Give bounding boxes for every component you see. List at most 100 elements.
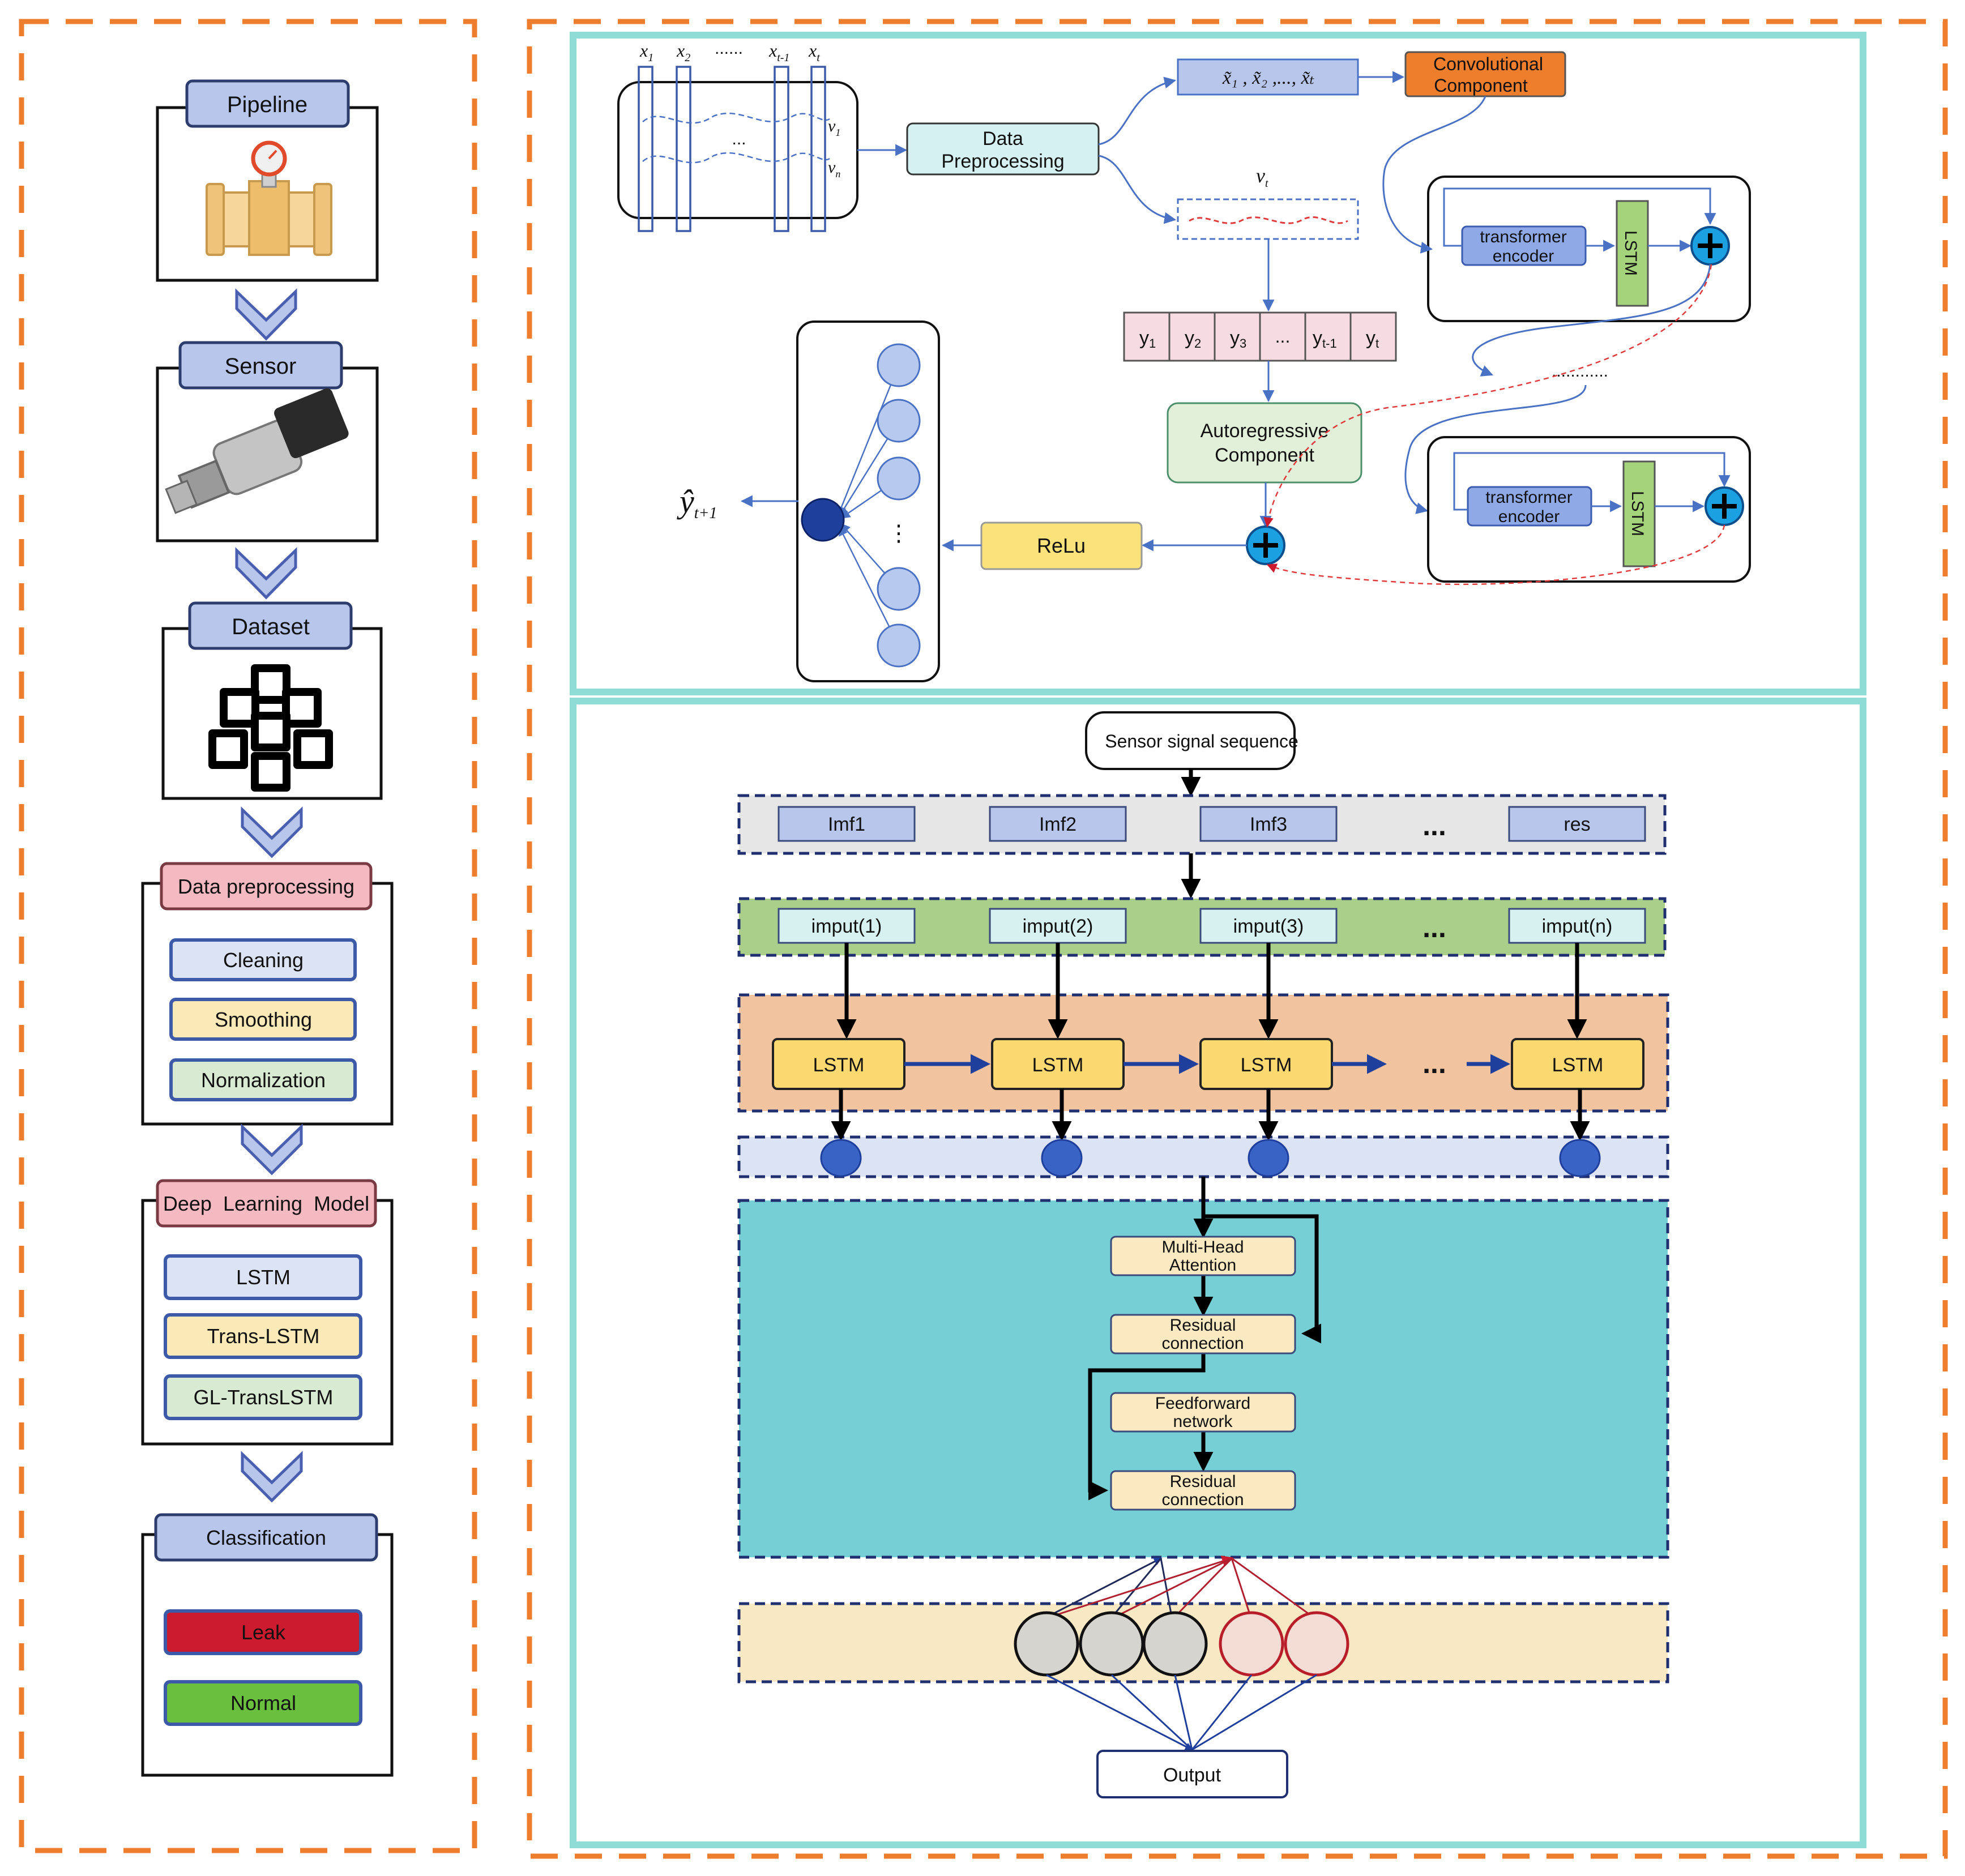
preprocessing-title: Data preprocessing: [178, 875, 354, 898]
input3-label: imput(3): [1233, 916, 1304, 937]
down-chevron-icon: [241, 806, 303, 858]
x2-label: x2: [676, 40, 690, 64]
conv-component-line2: Component: [1434, 75, 1528, 96]
encoder-1-lstm: LSTM: [1621, 230, 1640, 276]
multi-head-attention-line1: Multi-Head: [1161, 1238, 1244, 1257]
dataset-cubes-icon: [208, 664, 333, 792]
step-normalization: Normalization: [201, 1069, 326, 1092]
feedforward-line1: Feedforward: [1155, 1394, 1250, 1413]
matrix-inner-dots: ...: [732, 130, 746, 148]
link-dots-to-enc2: [1404, 384, 1587, 514]
encoder-1-lstm-box: [1616, 200, 1649, 307]
right-outer-frame: [527, 19, 1948, 1859]
dataset-title-box: [188, 601, 353, 650]
step-cleaning: Cleaning: [223, 948, 304, 972]
y-dots-cell: ...: [1275, 326, 1291, 347]
preprocessing-title-box: [160, 862, 373, 911]
data-preprocessing-line1: Data: [983, 128, 1023, 149]
plus-icon: [1246, 525, 1285, 565]
model-lstm: LSTM: [236, 1266, 291, 1289]
residual-connection-2-line1: Residual: [1170, 1472, 1236, 1491]
classification-title-box: [154, 1513, 378, 1562]
dense-up-links: [1041, 1556, 1317, 1621]
autoregressive-box: [1167, 402, 1362, 484]
x1-label: x1: [639, 40, 653, 64]
model-gl-translstm-box: [164, 1374, 362, 1420]
vt-signal-wave: [1189, 216, 1348, 224]
sensor-icon: [165, 388, 349, 514]
encoder-2-line2: encoder: [1498, 507, 1560, 526]
dataset-title: Dataset: [232, 614, 310, 639]
residual-connection-1-line1: Residual: [1170, 1316, 1236, 1335]
x-dots-label: ......: [715, 39, 743, 58]
yt-cell: yt: [1366, 327, 1379, 351]
output-neuron: [801, 498, 845, 542]
signal-wave-1: [642, 113, 830, 124]
lstm-dots: ...: [1423, 1048, 1446, 1079]
class-normal-box: [164, 1680, 362, 1726]
relu-label: ReLu: [1037, 534, 1086, 557]
input-to-lstm-arrows: [836, 943, 1587, 1039]
feedforward-box: [1110, 1392, 1296, 1433]
sensor-title: Sensor: [225, 354, 297, 379]
vt-label: vt: [1256, 164, 1268, 190]
imf-dots: ...: [1423, 810, 1446, 841]
step-normalization-box: [169, 1058, 357, 1101]
step-smoothing: Smoothing: [215, 1008, 312, 1031]
down-chevron-icon: [235, 288, 297, 341]
imf2-box: [989, 806, 1127, 842]
hidden-neurons: [877, 343, 921, 668]
dense-neurons: [1014, 1611, 1349, 1677]
model-trans-lstm-box: [164, 1313, 362, 1359]
arrow-conv-to-encoder1: [1382, 96, 1486, 254]
plus-icon: [1690, 226, 1730, 266]
lstmn-label: LSTM: [1552, 1054, 1604, 1076]
output-box: [1096, 1750, 1288, 1798]
down-chevron-icon: [235, 547, 297, 600]
hidden-state-band: [737, 1135, 1669, 1178]
classification-title: Classification: [206, 1526, 326, 1549]
arrow-preproc-to-vt: [1098, 155, 1177, 224]
autoregressive-line2: Component: [1215, 445, 1314, 466]
lstmn-box: [1511, 1038, 1644, 1090]
encoder-2-lstm: LSTM: [1628, 491, 1647, 536]
residual-connection-1-line2: connection: [1161, 1334, 1244, 1353]
multi-head-attention-box: [1110, 1236, 1296, 1276]
class-leak-box: [164, 1609, 362, 1655]
model-title-box: [156, 1179, 377, 1228]
attention-flow: [1088, 1177, 1321, 1501]
conv-component-line1: Convolutional: [1433, 54, 1543, 74]
neuron-vertical-dots: ⋮: [887, 521, 910, 546]
vn-label: vn: [828, 158, 840, 180]
multi-head-attention-line2: Attention: [1169, 1256, 1236, 1275]
sensor-title-box: [178, 341, 343, 390]
input1-label: imput(1): [811, 916, 882, 937]
residual-connection-1-box: [1110, 1314, 1296, 1354]
pipeline-title: Pipeline: [227, 92, 307, 117]
down-chevron-icon: [241, 1123, 303, 1176]
model-trans-lstm: Trans-LSTM: [207, 1324, 320, 1348]
lstm-to-state-arrows: [831, 1089, 1590, 1141]
down-chevron-icon: [241, 1451, 303, 1503]
residual-2: [1453, 452, 1731, 511]
residual-connection-2-box: [1110, 1470, 1296, 1511]
imf2-label: Imf2: [1039, 814, 1077, 835]
y2-cell: y2: [1185, 327, 1201, 351]
inputn-label: imput(n): [1542, 916, 1613, 937]
y3-cell: y3: [1230, 327, 1246, 351]
data-preprocessing-box: [906, 122, 1100, 176]
input2-box: [989, 908, 1127, 944]
feedforward-line2: network: [1173, 1412, 1233, 1431]
class-leak: Leak: [241, 1621, 286, 1644]
red-skip-2: [1266, 524, 1725, 586]
res-box: [1508, 806, 1646, 842]
yt-1-cell: yt-1: [1313, 327, 1337, 351]
encoder-1-line1: transformer: [1480, 228, 1566, 246]
model-title: Deep Learning Model: [163, 1192, 369, 1215]
imf1-label: Imf1: [828, 814, 865, 835]
pipeline-icon: [206, 140, 332, 256]
encoder-1-line2: encoder: [1493, 247, 1554, 266]
res-label: res: [1564, 814, 1590, 835]
lstm3-label: LSTM: [1241, 1054, 1292, 1076]
v1-label: v1: [828, 117, 840, 138]
